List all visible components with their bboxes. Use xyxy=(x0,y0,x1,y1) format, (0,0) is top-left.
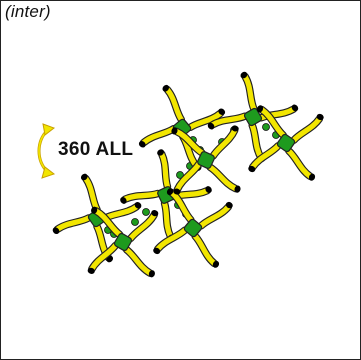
jumper xyxy=(71,190,176,295)
maneuver-label: 360 ALL xyxy=(58,139,134,160)
caption: (inter) xyxy=(5,2,51,21)
rotate-arrows-icon xyxy=(37,123,56,179)
